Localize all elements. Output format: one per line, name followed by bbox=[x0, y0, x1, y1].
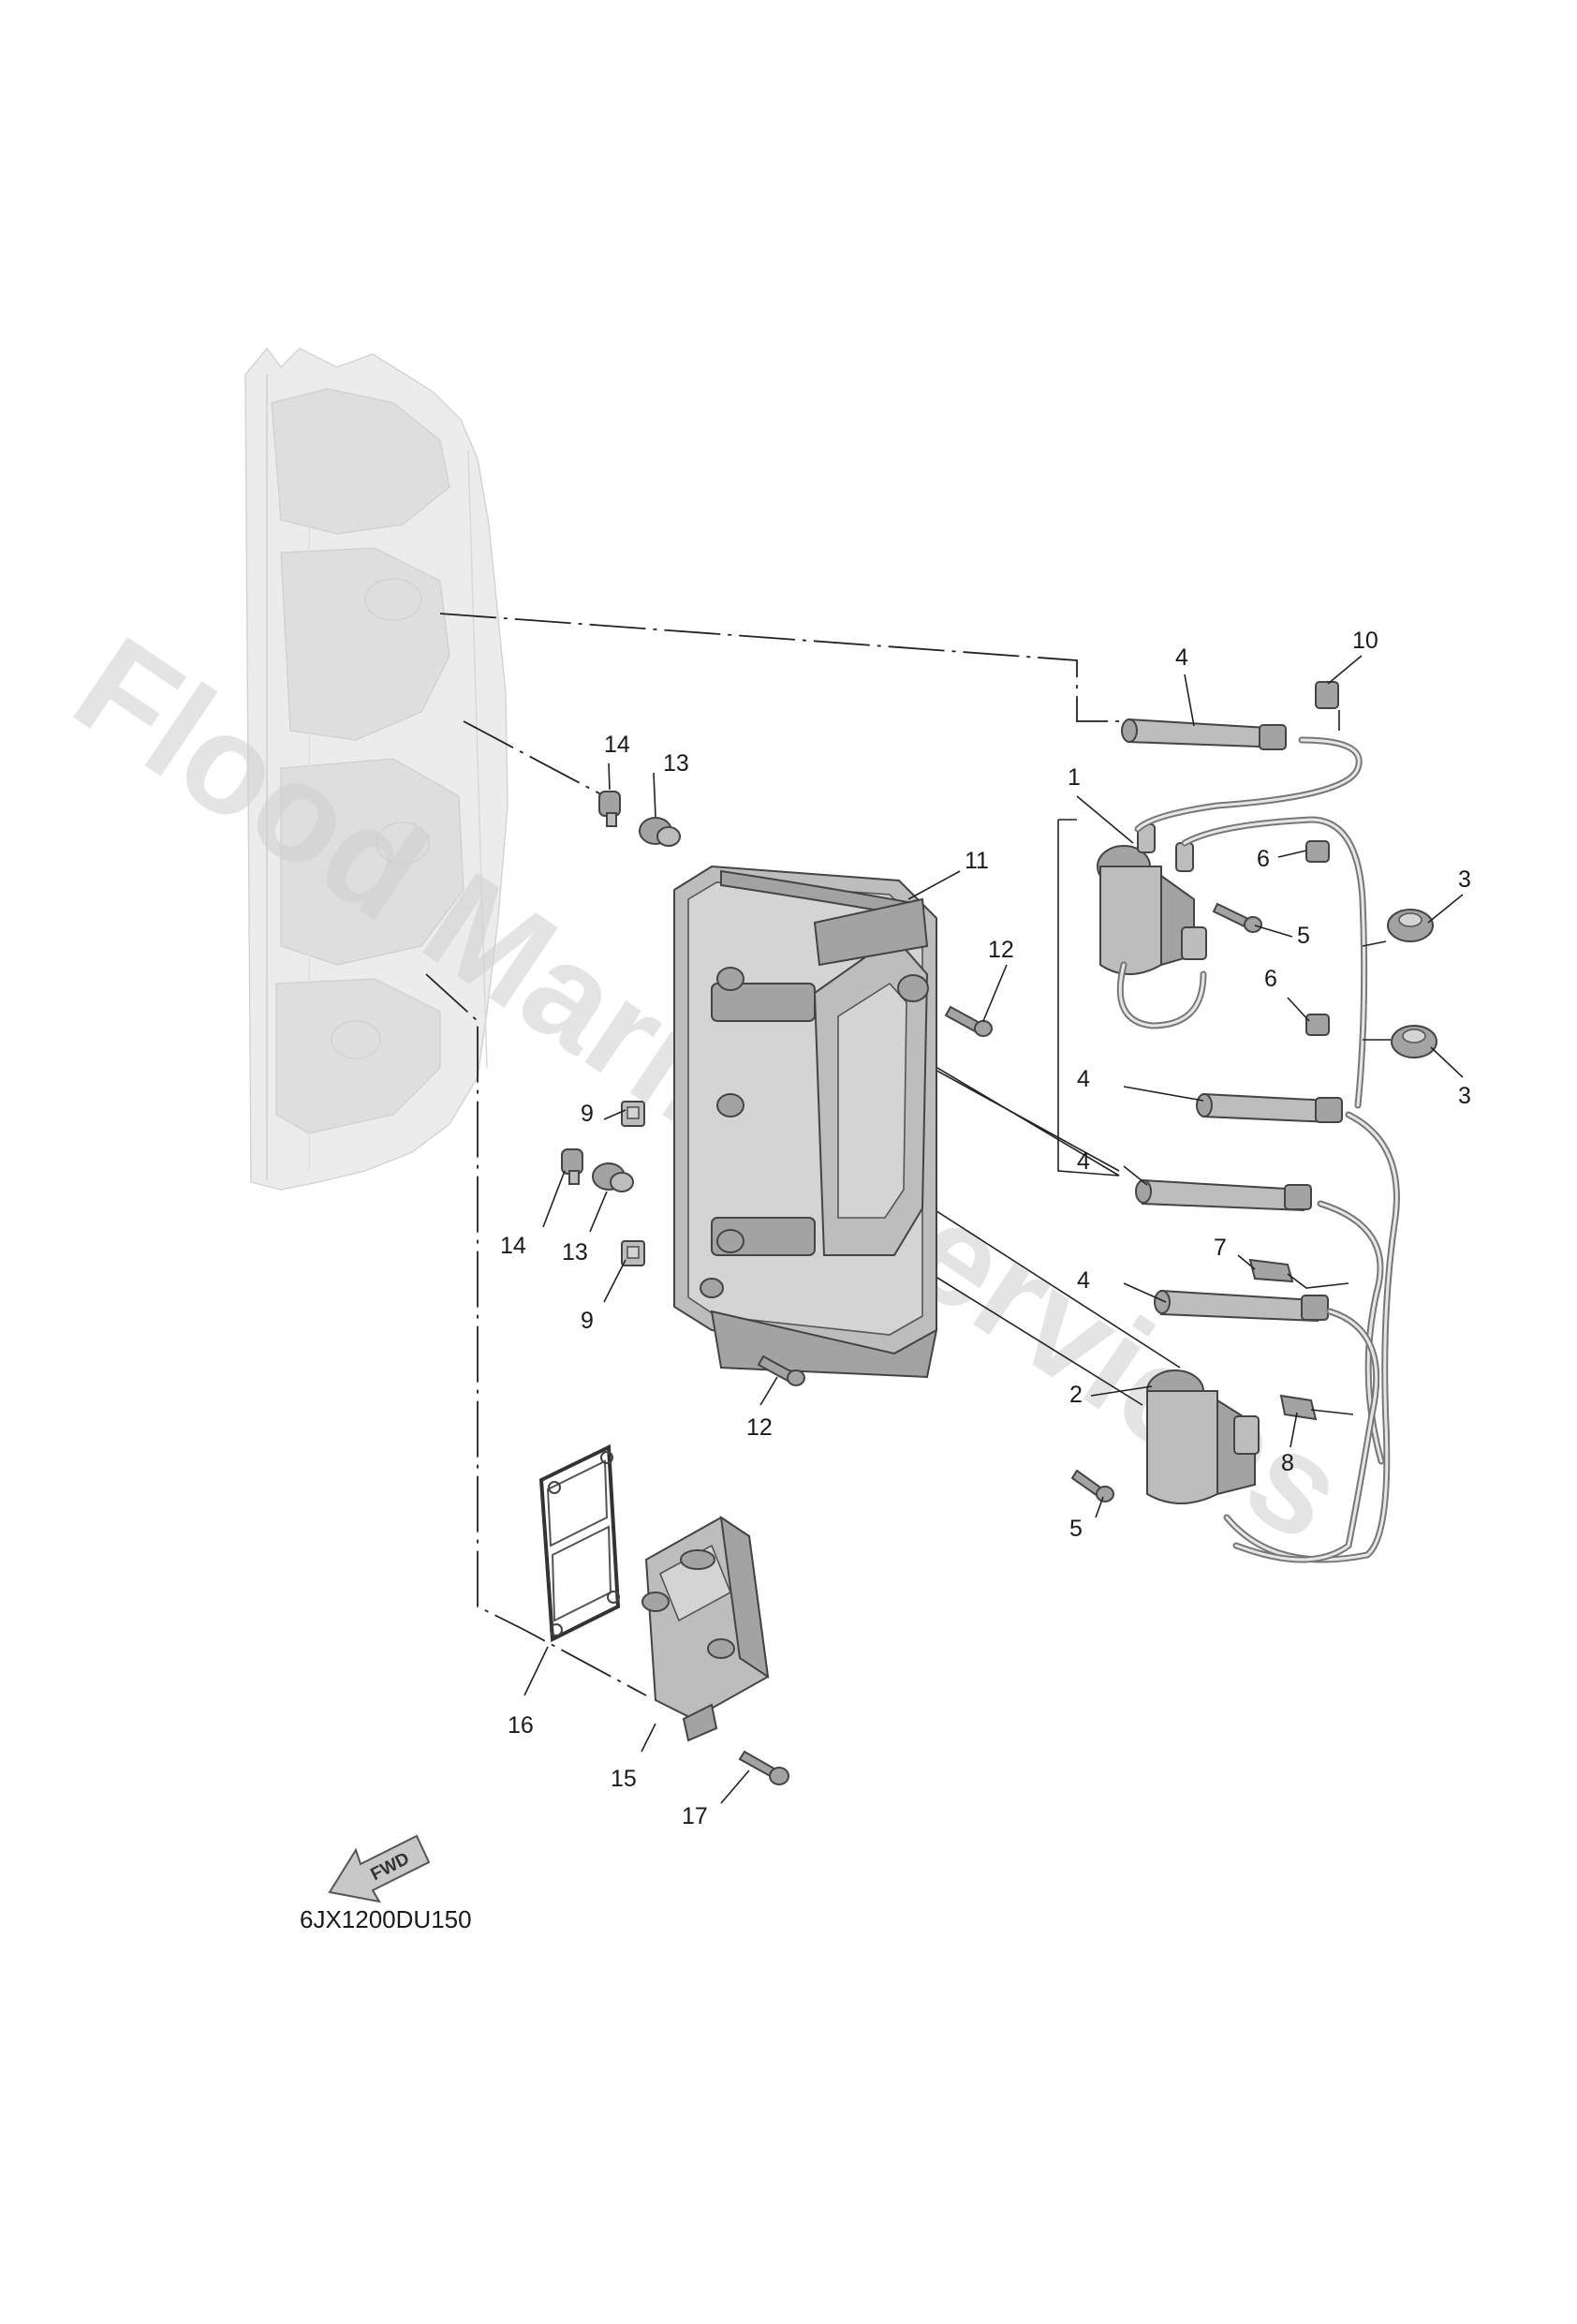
callout-2: 2 bbox=[1069, 1382, 1083, 1408]
callout-11: 11 bbox=[965, 848, 989, 874]
fwd-arrow: FWD bbox=[328, 1834, 431, 1903]
callout-16: 16 bbox=[508, 1712, 534, 1739]
callout-6: 6 bbox=[1257, 846, 1270, 872]
cdi-unit-15 bbox=[641, 1515, 770, 1742]
callout-14: 14 bbox=[604, 732, 630, 758]
gasket-16 bbox=[538, 1443, 621, 1643]
callout-numbers: 1 2 3 3 4 4 4 4 5 5 6 6 7 8 9 9 10 11 12… bbox=[500, 628, 1471, 1829]
callout-6: 6 bbox=[1264, 966, 1277, 992]
callout-4: 4 bbox=[1077, 1148, 1090, 1175]
callout-10: 10 bbox=[1352, 628, 1378, 654]
callout-5: 5 bbox=[1069, 1516, 1083, 1542]
callout-7: 7 bbox=[1214, 1235, 1227, 1261]
callout-4: 4 bbox=[1077, 1066, 1090, 1092]
callout-3: 3 bbox=[1458, 1083, 1471, 1109]
fastener-parts bbox=[561, 791, 993, 1386]
engine-block-outline bbox=[244, 347, 508, 1191]
callout-13: 13 bbox=[663, 750, 689, 777]
callout-13: 13 bbox=[562, 1239, 588, 1266]
callout-17: 17 bbox=[682, 1803, 708, 1829]
spark-plug-caps bbox=[1121, 718, 1343, 1323]
drawing-code: 6JX1200DU150 bbox=[300, 1905, 472, 1933]
ignition-coil-bracket bbox=[673, 865, 938, 1379]
callout-15: 15 bbox=[611, 1766, 637, 1792]
part-11-band bbox=[720, 869, 929, 967]
callout-8: 8 bbox=[1281, 1450, 1294, 1476]
ignition-coil-2 bbox=[1146, 1369, 1260, 1504]
high-tension-wires bbox=[1116, 736, 1400, 1563]
callout-9: 9 bbox=[581, 1101, 594, 1127]
callout-leaders bbox=[523, 655, 1464, 1804]
small-parts bbox=[1070, 681, 1437, 1502]
callout-3: 3 bbox=[1458, 866, 1471, 893]
callout-9: 9 bbox=[581, 1308, 594, 1334]
callout-5: 5 bbox=[1297, 923, 1310, 949]
callout-1: 1 bbox=[1068, 764, 1081, 791]
callout-4: 4 bbox=[1175, 644, 1188, 671]
ignition-coil-1 bbox=[1097, 823, 1207, 975]
callout-12: 12 bbox=[746, 1414, 773, 1441]
callout-12: 12 bbox=[988, 937, 1014, 963]
callout-14: 14 bbox=[500, 1233, 526, 1259]
callout-4: 4 bbox=[1077, 1267, 1090, 1294]
bolt-17 bbox=[738, 1750, 789, 1785]
